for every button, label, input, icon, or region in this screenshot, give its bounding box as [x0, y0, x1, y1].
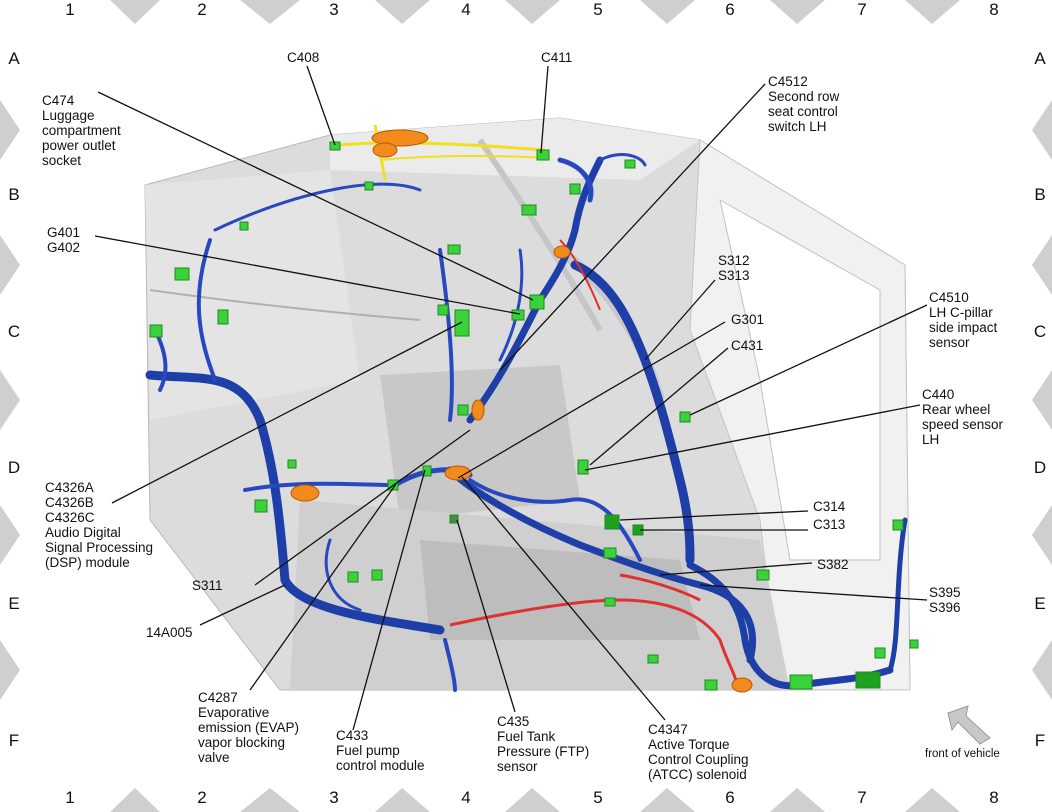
- label-c4287: C4287 Evaporative emission (EVAP) vapor …: [198, 690, 300, 765]
- label-g301: G301: [731, 312, 765, 327]
- label-c4510: C4510 LH C-pillar side impact sensor: [929, 290, 998, 350]
- grid-col-6-bottom: 6: [725, 788, 735, 807]
- grid-row-e-right: E: [1034, 594, 1046, 613]
- label-c433: C433 Fuel pump control module: [336, 728, 425, 773]
- grid-col-6: 6: [725, 0, 735, 19]
- grid-row-d: D: [7, 458, 21, 477]
- grid-col-4-bottom: 4: [461, 788, 471, 807]
- grid-col-3-bottom: 3: [329, 788, 339, 807]
- grid-col-2-bottom: 2: [197, 788, 207, 807]
- label-c440: C440 Rear wheel speed sensor LH: [922, 387, 1004, 447]
- label-c411: C411: [541, 50, 573, 65]
- grid-row-f-right: F: [1034, 731, 1046, 750]
- label-c474: C474 Luggage compartment power outlet so…: [42, 93, 121, 168]
- grid-row-e: E: [8, 594, 20, 613]
- front-of-vehicle-label: front of vehicle: [925, 748, 1000, 760]
- highlight-components: [290, 129, 753, 693]
- label-c313: C313: [813, 517, 846, 532]
- grid-row-d-right: D: [1033, 458, 1047, 477]
- label-s395-s396: S395 S396: [929, 585, 961, 615]
- grid-row-a: A: [8, 49, 20, 68]
- label-c4326: C4326A C4326B C4326C Audio Digital Signa…: [45, 480, 154, 570]
- grid-col-8: 8: [989, 0, 999, 19]
- grid-col-7: 7: [857, 0, 867, 19]
- grid-col-1: 1: [65, 0, 75, 19]
- grid-col-5-bottom: 5: [593, 788, 603, 807]
- grid-row-b-right: B: [1034, 185, 1046, 204]
- label-s312-s313: S312 S313: [718, 253, 750, 283]
- grid-col-1-bottom: 1: [65, 788, 75, 807]
- wire-red: [449, 239, 738, 691]
- label-c4347: C4347 Active Torque Control Coupling (AT…: [648, 722, 749, 782]
- grid-row-f: F: [8, 731, 20, 750]
- leader-lines: [94, 65, 928, 731]
- label-c408: C408: [287, 50, 320, 65]
- grid-col-2: 2: [197, 0, 207, 19]
- harness-main: [145, 153, 908, 692]
- grid-col-4: 4: [461, 0, 471, 19]
- grid-row-a-right: A: [1034, 49, 1046, 68]
- grid-col-7-bottom: 7: [857, 788, 867, 807]
- grid-row-b: B: [8, 185, 20, 204]
- label-s311: S311: [192, 578, 223, 593]
- grid-row-c-right: C: [1033, 322, 1047, 341]
- grid-col-5: 5: [593, 0, 603, 19]
- grid-col-3: 3: [329, 0, 339, 19]
- grid-col-8-bottom: 8: [989, 788, 999, 807]
- vehicle-body: [144, 117, 911, 691]
- label-c431: C431: [731, 338, 764, 353]
- label-g401-g402: G401 G402: [47, 225, 81, 255]
- label-c4512: C4512 Second row seat control switch LH: [768, 74, 840, 134]
- label-s382: S382: [817, 557, 849, 572]
- grid-row-c: C: [7, 322, 21, 341]
- label-14a005: 14A005: [146, 625, 193, 640]
- front-arrow-icon: [947, 705, 991, 745]
- label-c435: C435 Fuel Tank Pressure (FTP) sensor: [497, 714, 590, 774]
- label-c314: C314: [813, 499, 846, 514]
